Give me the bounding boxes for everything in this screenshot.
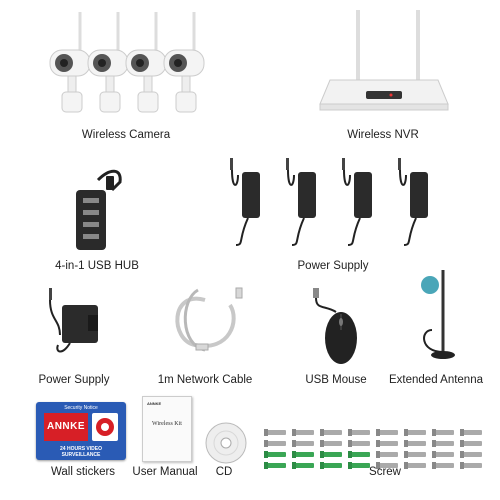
user-manual: ANNKE Wireless Kit xyxy=(142,396,192,462)
screw xyxy=(264,429,286,436)
wall-stickers-label: Wall stickers xyxy=(50,466,116,478)
wall-anchor xyxy=(292,451,314,458)
screw xyxy=(404,440,426,447)
screw xyxy=(348,440,370,447)
wall-anchor xyxy=(348,451,370,458)
power-supply-multi-label: Power Supply xyxy=(297,260,369,272)
screw xyxy=(376,440,398,447)
screw xyxy=(404,451,426,458)
screw xyxy=(292,440,314,447)
camera xyxy=(125,12,167,113)
camera xyxy=(87,12,129,113)
screw xyxy=(376,451,398,458)
screw xyxy=(320,429,342,436)
power-adapter xyxy=(398,158,428,246)
sticker-camera-icon xyxy=(92,413,118,441)
screw xyxy=(376,462,398,469)
screw xyxy=(292,429,314,436)
screw xyxy=(404,429,426,436)
power-adapter xyxy=(286,158,316,246)
screw xyxy=(320,440,342,447)
wall-sticker: Security Notice ANNKE 24 HOURS VIDEO SUR… xyxy=(36,402,126,460)
screw xyxy=(404,462,426,469)
screw xyxy=(432,440,454,447)
wall-anchor xyxy=(320,451,342,458)
sticker-brand-logo: ANNKE xyxy=(44,413,88,441)
extended-antenna-label: Extended Antenna xyxy=(389,374,483,386)
screw xyxy=(432,462,454,469)
power-supply-single-label: Power Supply xyxy=(38,374,110,386)
network-cable-label: 1m Network Cable xyxy=(157,374,253,386)
manual-brand: ANNKE xyxy=(147,401,162,406)
screw-label: Screw xyxy=(369,466,401,478)
wall-anchor xyxy=(264,451,286,458)
wall-anchor xyxy=(348,462,370,469)
wireless-nvr-label: Wireless NVR xyxy=(347,129,419,141)
screw xyxy=(376,429,398,436)
sticker-tagline: 24 HOURS VIDEO SURVEILLANCE xyxy=(60,446,102,458)
power-adapter xyxy=(342,158,372,246)
screw xyxy=(432,451,454,458)
wall-anchor xyxy=(292,462,314,469)
power-adapter xyxy=(230,158,260,246)
wireless-camera-label: Wireless Camera xyxy=(81,129,171,141)
screw xyxy=(460,451,482,458)
usb-hub-label: 4-in-1 USB HUB xyxy=(55,260,139,272)
manual-title: Wireless Kit xyxy=(152,421,182,427)
user-manual-label: User Manual xyxy=(132,466,198,478)
screw xyxy=(460,462,482,469)
usb-mouse-label: USB Mouse xyxy=(305,374,367,386)
screw xyxy=(460,440,482,447)
screw xyxy=(460,429,482,436)
screw xyxy=(264,440,286,447)
wall-anchor xyxy=(320,462,342,469)
wall-anchor xyxy=(264,462,286,469)
cd-label: CD xyxy=(215,466,233,478)
screw xyxy=(432,429,454,436)
camera xyxy=(163,12,205,113)
camera xyxy=(49,12,91,113)
sticker-notice: Security Notice xyxy=(64,405,98,411)
screw xyxy=(348,429,370,436)
